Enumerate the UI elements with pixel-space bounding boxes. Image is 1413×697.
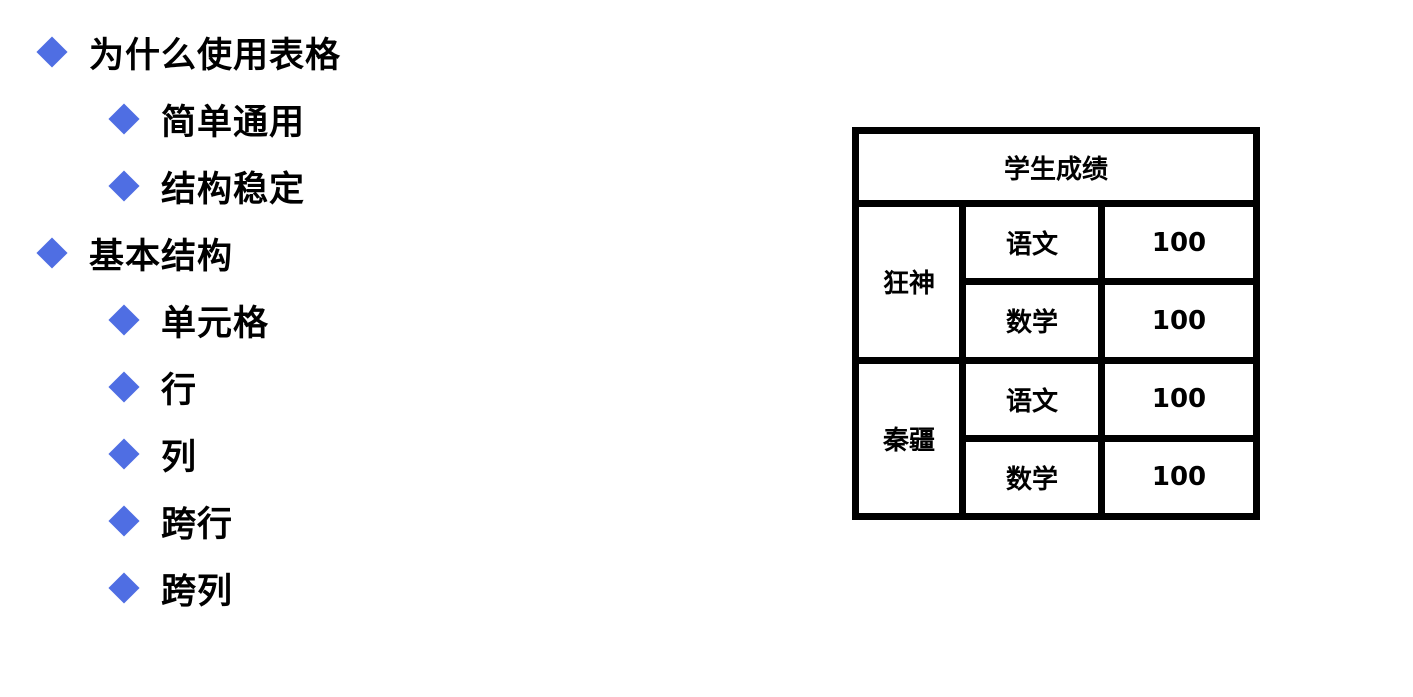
diamond-icon xyxy=(108,572,140,604)
table-row: 数学 100 xyxy=(856,434,1260,521)
subject-cell: 数学 xyxy=(959,434,1105,521)
score-cell: 100 xyxy=(1098,434,1260,521)
bullet-label: 跨行 xyxy=(161,504,234,545)
diamond-icon xyxy=(36,237,68,269)
bullet-label: 行 xyxy=(161,370,198,411)
bullet-label: 跨列 xyxy=(161,571,234,612)
score-table: 学生成绩 狂神 语文 100 数学 100 秦疆 语文 100 数学 100 xyxy=(852,127,1260,521)
table-title: 学生成绩 xyxy=(852,127,1260,207)
bullet-item: 为什么使用表格 xyxy=(36,27,342,77)
diamond-icon xyxy=(108,304,140,336)
table-row: 数学 100 xyxy=(856,278,1260,364)
table-title-row: 学生成绩 xyxy=(852,127,1260,207)
score-cell: 100 xyxy=(1098,278,1260,364)
bullet-item: 列 xyxy=(108,429,198,479)
bullet-label: 结构稳定 xyxy=(161,169,306,210)
score-cell: 100 xyxy=(1098,356,1260,442)
diamond-icon xyxy=(36,36,68,68)
bullet-item: 基本结构 xyxy=(36,228,234,278)
subject-cell: 数学 xyxy=(959,278,1105,364)
student-name: 狂神 xyxy=(852,200,966,364)
bullet-label: 单元格 xyxy=(161,303,270,344)
student-name: 秦疆 xyxy=(852,356,966,520)
bullet-label: 列 xyxy=(161,437,198,478)
bullet-label: 为什么使用表格 xyxy=(89,35,342,76)
score-cell: 100 xyxy=(1098,199,1260,286)
table-row: 秦疆 语文 100 xyxy=(852,356,1260,520)
diamond-icon xyxy=(108,103,140,135)
bullet-label: 简单通用 xyxy=(161,102,306,143)
subject-cell: 语文 xyxy=(959,356,1105,442)
bullet-item: 结构稳定 xyxy=(108,161,306,211)
bullet-item: 跨列 xyxy=(108,563,234,613)
diamond-icon xyxy=(108,170,140,202)
bullet-item: 单元格 xyxy=(108,295,270,345)
subject-cell: 语文 xyxy=(959,199,1105,286)
table-row: 狂神 语文 100 xyxy=(852,199,1260,364)
bullet-item: 简单通用 xyxy=(108,94,306,144)
bullet-item: 跨行 xyxy=(108,496,234,546)
bullet-item: 行 xyxy=(108,362,198,412)
diamond-icon xyxy=(108,438,140,470)
diamond-icon xyxy=(108,371,140,403)
diamond-icon xyxy=(108,505,140,537)
bullet-label: 基本结构 xyxy=(89,236,234,277)
